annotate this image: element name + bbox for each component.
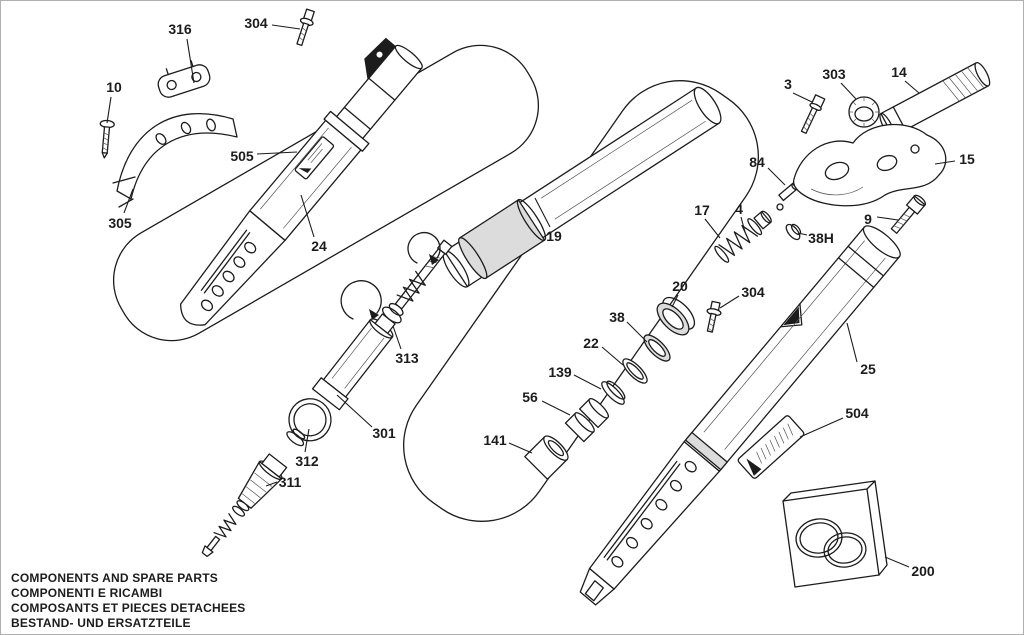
leader-line-301 xyxy=(336,394,373,428)
leader-line-24 xyxy=(300,194,315,238)
leader-line-22 xyxy=(601,346,624,366)
steerer-tube-14 xyxy=(879,61,991,138)
stanchion-tube-19 xyxy=(442,86,722,288)
leader-line-311 xyxy=(265,481,278,487)
leader-line-9 xyxy=(876,216,899,221)
caption-line-en: COMPONENTS AND SPARE PARTS xyxy=(11,571,218,585)
leader-line-38 xyxy=(626,321,648,343)
brace-clamp-316 xyxy=(157,60,211,98)
leader-line-17 xyxy=(704,218,721,239)
ring-38h xyxy=(785,223,802,241)
leader-lines xyxy=(106,24,956,568)
leader-line-38h xyxy=(797,232,808,236)
caption-line-fr: COMPOSANTS ET PIECES DETACHEES xyxy=(11,601,246,615)
screw-3 xyxy=(800,94,826,134)
leader-line-504 xyxy=(799,417,844,438)
leader-line-141 xyxy=(508,442,533,454)
left-fork-leg-24 xyxy=(179,37,423,326)
top-cap-303 xyxy=(848,96,880,128)
gasket-kit-box-200 xyxy=(782,480,888,588)
leader-line-4 xyxy=(740,216,746,233)
screw-10 xyxy=(99,119,115,159)
leader-line-15 xyxy=(934,160,956,165)
panel-outline-left xyxy=(112,44,540,342)
rotation-arrows xyxy=(340,231,441,320)
leader-line-304 xyxy=(271,24,301,30)
panel-outline-middle xyxy=(403,80,759,522)
caption-block: COMPONENTS AND SPARE PARTS COMPONENTI E … xyxy=(11,571,245,631)
leader-line-84 xyxy=(767,167,786,186)
leader-line-19 xyxy=(534,197,551,228)
leader-line-312 xyxy=(304,428,310,453)
leader-line-505 xyxy=(256,151,298,155)
leader-line-10 xyxy=(106,96,112,124)
bolt-9 xyxy=(890,194,927,234)
spring-preload-group xyxy=(714,210,772,263)
leader-line-139 xyxy=(573,374,602,390)
leader-line-313 xyxy=(392,325,402,350)
leader-line-316 xyxy=(186,38,195,84)
decal-505 xyxy=(294,136,335,180)
leader-line-304 xyxy=(719,295,740,309)
leader-line-3 xyxy=(792,92,813,103)
seal-stack xyxy=(524,296,696,480)
decal-504 xyxy=(737,415,805,479)
leader-line-25 xyxy=(846,322,858,363)
caption-line-it: COMPONENTI E RICAMBI xyxy=(11,586,163,600)
leader-line-200 xyxy=(884,556,910,568)
leader-line-20 xyxy=(671,294,679,308)
leader-line-305 xyxy=(123,188,134,214)
fork-brace-305 xyxy=(112,112,238,208)
damper-rod-assembly xyxy=(201,239,453,558)
leader-line-56 xyxy=(541,400,571,416)
caption-line-de: BESTAND- UND ERSATZTEILE xyxy=(11,616,191,630)
bolt-304-top xyxy=(296,8,315,47)
leader-line-14 xyxy=(904,80,920,94)
leader-line-303 xyxy=(840,82,857,100)
ball-detent xyxy=(776,203,784,211)
fork-crown-15 xyxy=(792,123,947,207)
right-fork-leg-25 xyxy=(579,225,901,606)
bolt-304-right xyxy=(706,300,722,333)
